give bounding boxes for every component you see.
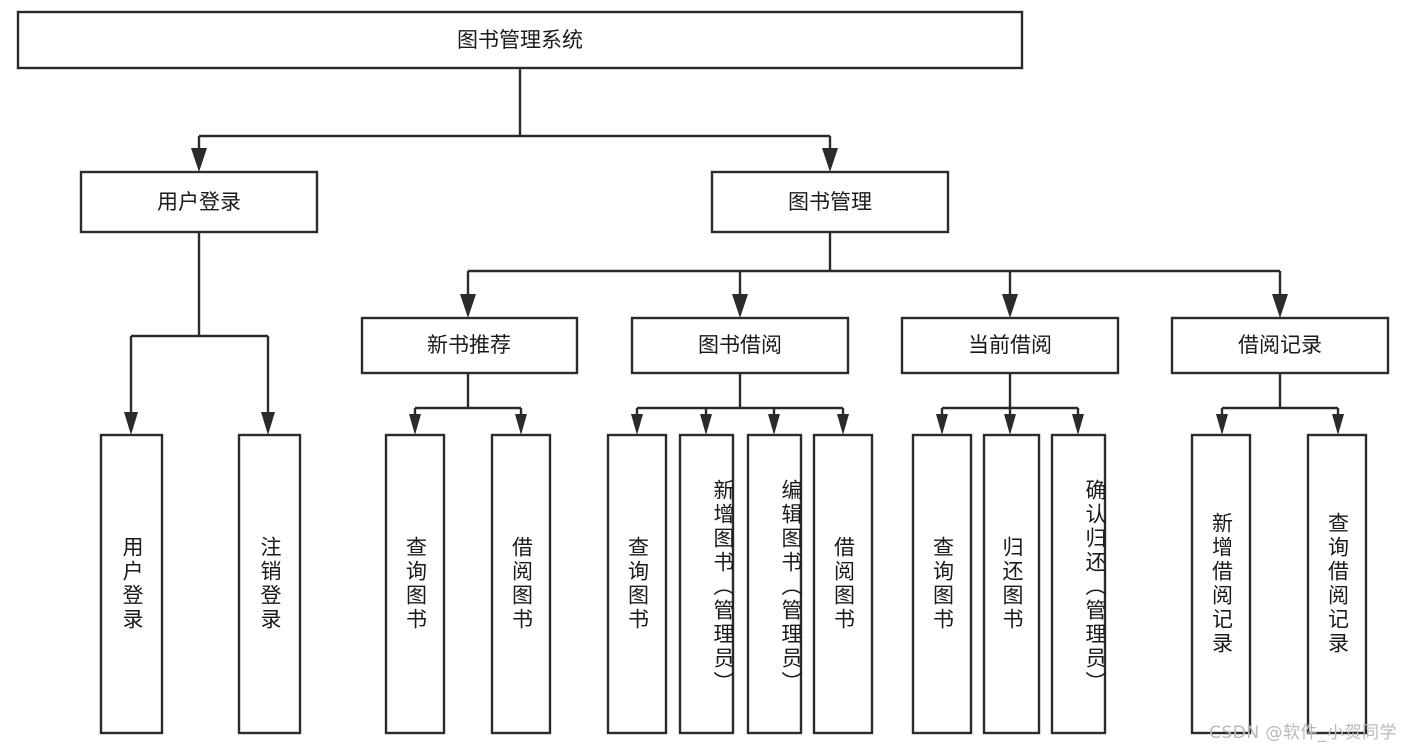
node-new-book-recommend-label: 新书推荐 bbox=[427, 333, 511, 357]
node-new-book-recommend[interactable]: 新书推荐 bbox=[360, 316, 579, 375]
leaf-query-record-box[interactable] bbox=[1306, 433, 1368, 735]
node-borrow-record-box[interactable] bbox=[1170, 316, 1390, 375]
node-root-box[interactable] bbox=[16, 10, 1024, 70]
arrow-leaf-query-book-3 bbox=[936, 414, 948, 435]
node-book-borrow-box[interactable] bbox=[630, 316, 850, 375]
leaf-edit-book-box[interactable] bbox=[746, 433, 803, 735]
arrow-leaf-add-book bbox=[700, 414, 712, 435]
leaf-borrow-book-1-box[interactable] bbox=[490, 433, 552, 735]
node-book-manage-box[interactable] bbox=[710, 170, 950, 234]
leaf-query-book-3-box[interactable] bbox=[911, 433, 973, 735]
leaf-boxes-layer bbox=[99, 433, 1368, 735]
node-user-login[interactable]: 用户登录 bbox=[79, 170, 319, 234]
leaf-return-book-box[interactable] bbox=[982, 433, 1041, 735]
node-current-borrow-label: 当前借阅 bbox=[968, 333, 1052, 357]
node-book-manage-label: 图书管理 bbox=[788, 190, 872, 214]
leaf-query-book-1-box[interactable] bbox=[384, 433, 446, 735]
leaf-borrow-book-2-box[interactable] bbox=[812, 433, 874, 735]
node-borrow-record[interactable]: 借阅记录 bbox=[1170, 316, 1390, 375]
arrow-user-login bbox=[191, 148, 207, 172]
arrow-leaf-user-login bbox=[124, 412, 138, 435]
node-book-manage[interactable]: 图书管理 bbox=[710, 170, 950, 234]
arrow-leaf-confirm-return bbox=[1072, 414, 1084, 435]
arrow-leaf-return-book bbox=[1004, 414, 1016, 435]
csdn-watermark: CSDN @软件_小贺同学 bbox=[1209, 723, 1397, 743]
node-new-book-recommend-box[interactable] bbox=[360, 316, 579, 375]
node-current-borrow[interactable]: 当前借阅 bbox=[900, 316, 1120, 375]
arrow-leaf-borrow-book-1 bbox=[515, 414, 527, 435]
connectors-layer bbox=[124, 68, 1344, 435]
node-borrow-record-label: 借阅记录 bbox=[1238, 333, 1322, 357]
arrow-new-book-recommend bbox=[460, 294, 476, 318]
leaf-logout-login-box[interactable] bbox=[237, 433, 302, 735]
arrow-leaf-query-record bbox=[1332, 414, 1344, 435]
node-book-borrow[interactable]: 图书借阅 bbox=[630, 316, 850, 375]
arrow-leaf-query-book-1 bbox=[409, 414, 421, 435]
leaf-query-book-2-box[interactable] bbox=[606, 433, 668, 735]
node-current-borrow-box[interactable] bbox=[900, 316, 1120, 375]
leaf-add-book-box[interactable] bbox=[678, 433, 735, 735]
node-book-borrow-label: 图书借阅 bbox=[698, 333, 782, 357]
leaf-user-login-box[interactable] bbox=[99, 433, 164, 735]
arrow-borrow-record bbox=[1272, 294, 1288, 318]
node-user-login-label: 用户登录 bbox=[157, 190, 241, 214]
arrow-leaf-logout-login bbox=[261, 412, 275, 435]
arrow-leaf-borrow-book-2 bbox=[837, 414, 849, 435]
leaf-add-record-box[interactable] bbox=[1190, 433, 1252, 735]
arrow-book-manage bbox=[822, 148, 838, 172]
node-root[interactable]: 图书管理系统 bbox=[16, 10, 1024, 70]
node-user-login-box[interactable] bbox=[79, 170, 319, 234]
arrow-leaf-query-book-2 bbox=[631, 414, 643, 435]
leaf-confirm-return-box[interactable] bbox=[1050, 433, 1107, 735]
arrow-current-borrow bbox=[1002, 294, 1018, 318]
arrow-leaf-edit-book bbox=[768, 414, 780, 435]
node-root-label: 图书管理系统 bbox=[457, 28, 583, 52]
arrow-leaf-add-record bbox=[1216, 414, 1228, 435]
arrow-book-borrow bbox=[732, 294, 748, 318]
